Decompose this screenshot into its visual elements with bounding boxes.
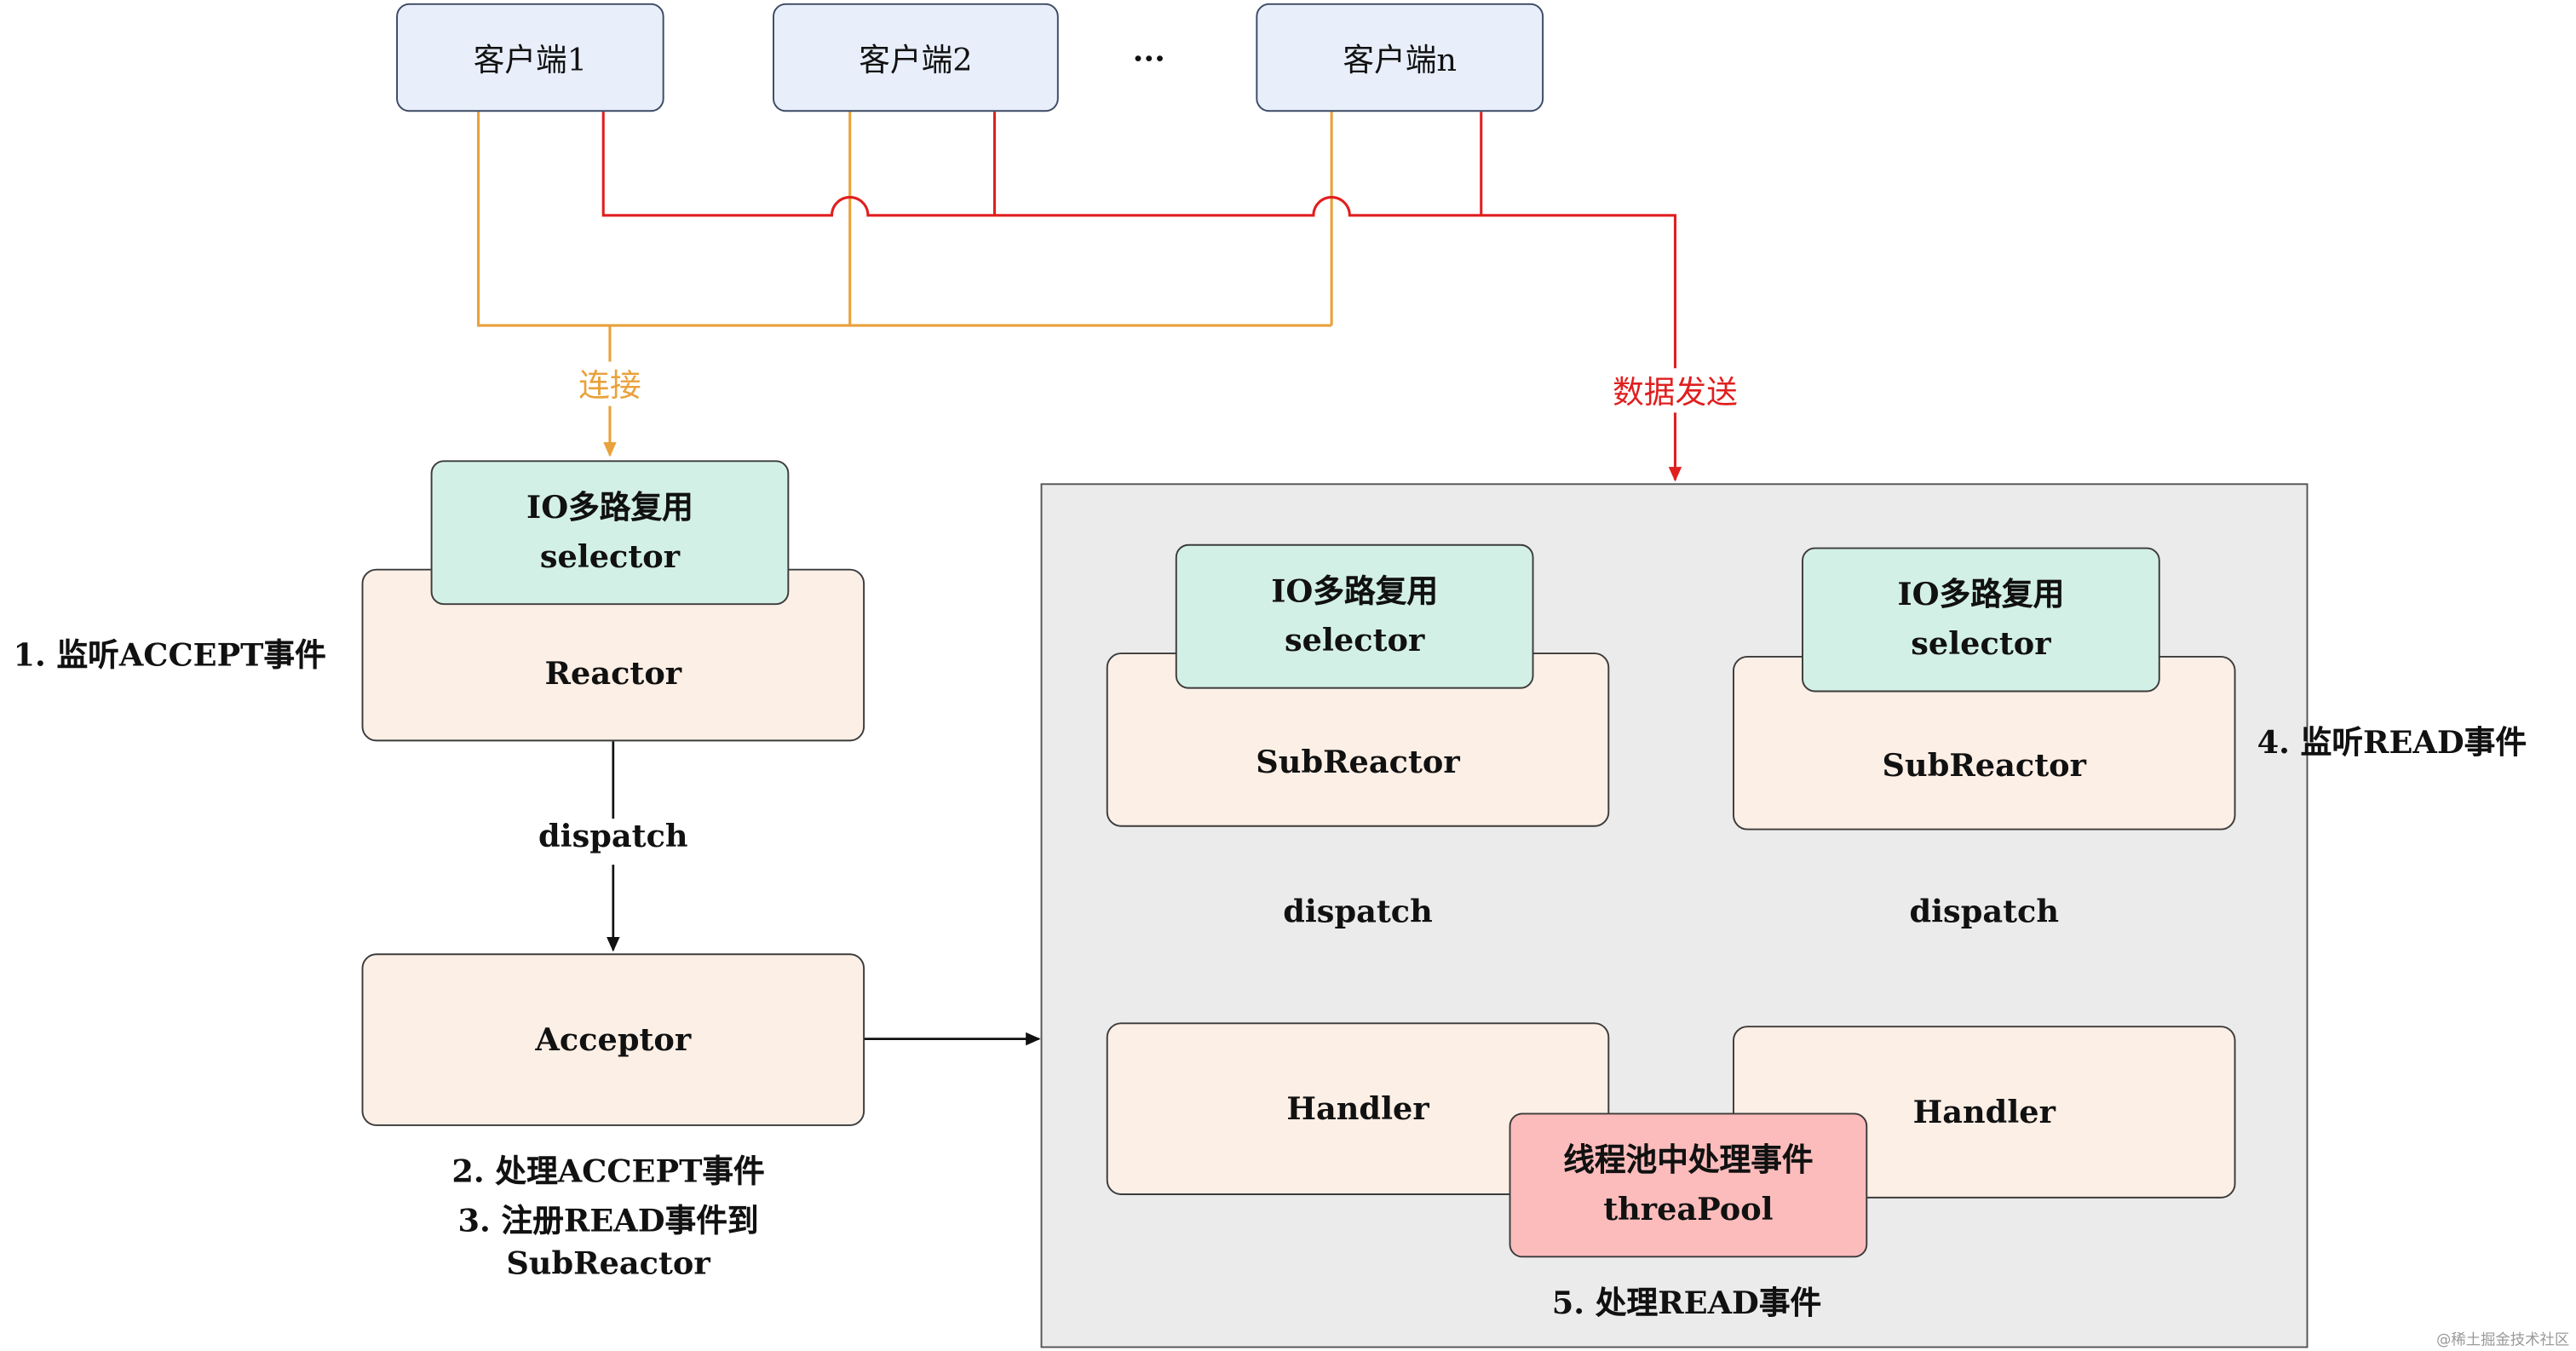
client-n-label: 客户端n — [1343, 42, 1458, 78]
main-dispatch-label: dispatch — [533, 819, 693, 855]
data-send-bus — [601, 112, 1682, 482]
subreactor-left-label: SubReactor — [1256, 744, 1460, 781]
selector-left-node: IO多路复用 selector — [1175, 543, 1534, 689]
step-2-annotation: 2. 处理ACCEPT事件 — [451, 1153, 765, 1191]
client-2-node: 客户端2 — [773, 3, 1059, 112]
threadpool-line-2: threaPool — [1603, 1192, 1774, 1228]
step-4-annotation: 4. 监听READ事件 — [2257, 725, 2527, 762]
handler-left-label: Handler — [1286, 1090, 1429, 1127]
clients-ellipsis: ... — [1132, 32, 1165, 70]
data-send-label: 数据发送 — [1609, 368, 1741, 413]
subreactor-right-label: SubReactor — [1882, 748, 2086, 785]
client-n-node: 客户端n — [1256, 3, 1544, 112]
client-1-node: 客户端1 — [396, 3, 664, 112]
threadpool-line-1: 线程池中处理事件 — [1563, 1142, 1814, 1179]
main-selector-line-1: IO多路复用 — [526, 490, 693, 526]
main-selector-line-2: selector — [539, 538, 681, 576]
step-5-annotation: 5. 处理READ事件 — [1551, 1285, 1822, 1322]
selector-left-line-2: selector — [1285, 623, 1425, 659]
step-3-annotation-target: SubReactor — [506, 1245, 710, 1283]
selector-left-line-1: IO多路复用 — [1271, 573, 1439, 610]
acceptor-label: Acceptor — [535, 1021, 692, 1058]
step-1-annotation: 1. 监听ACCEPT事件 — [13, 637, 326, 675]
dispatch-left-label: dispatch — [1278, 894, 1438, 931]
reactor-label: Reactor — [544, 655, 682, 692]
main-selector-node: IO多路复用 selector — [430, 460, 790, 606]
selector-right-node: IO多路复用 selector — [1802, 547, 2160, 693]
selector-right-line-2: selector — [1911, 626, 2051, 663]
threadpool-node: 线程池中处理事件 threaPool — [1509, 1112, 1868, 1258]
connect-label: 连接 — [575, 361, 645, 406]
step-3-annotation: 3. 注册READ事件到 — [457, 1203, 759, 1240]
client-2-label: 客户端2 — [859, 42, 973, 78]
connect-bus — [477, 112, 1333, 457]
selector-right-line-1: IO多路复用 — [1897, 577, 2065, 613]
dispatch-right-label: dispatch — [1904, 894, 2064, 931]
handler-right-label: Handler — [1912, 1094, 2056, 1130]
acceptor-node: Acceptor — [361, 953, 865, 1126]
watermark: @稀土掘金技术社区 — [2435, 1333, 2570, 1350]
client-1-label: 客户端1 — [473, 42, 588, 78]
